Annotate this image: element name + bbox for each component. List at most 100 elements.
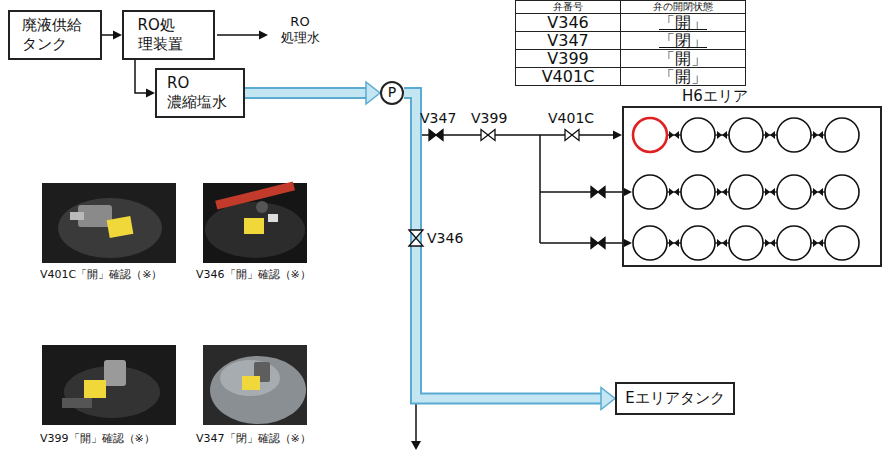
tank-box: Eエリアタンク [615,382,735,415]
table-text: V347 [547,33,588,49]
tank-symbol [633,175,667,209]
valve-symbol [674,131,679,139]
flow-line [102,34,113,36]
arrow-head [146,89,155,98]
process-box: 廃液供給 タンク [8,10,102,60]
table-text: V401C [542,69,595,85]
valve-label: V347 [420,110,456,127]
table-text: V346 [547,15,588,31]
arrow-head [623,188,632,197]
node-text: RO処 理装置 [138,16,200,54]
valve-photo [203,345,307,425]
table-cell: 弁の開閉状態 [620,0,746,14]
table-text: 「開」 [659,15,707,31]
table-text: 弁の開閉状態 [653,2,713,12]
branch-line [540,191,624,193]
valve-symbol [674,188,679,196]
tank-symbol [777,175,811,209]
table-cell: V347 [515,31,621,50]
valve-symbol [770,239,775,247]
tank-symbol [729,118,763,152]
valve-symbol [765,239,770,247]
flow-connector [135,60,155,98]
pipe-line [415,404,417,441]
valve-symbol [481,130,495,141]
tank-symbol [777,226,811,260]
pipe-connector [404,93,615,410]
valve-symbol [818,239,823,247]
tank-symbol [681,226,715,260]
arrow-head [113,31,122,40]
valve-symbol [717,239,722,247]
arrow-head [601,388,615,410]
branch-line [540,242,624,244]
valve-symbol [818,131,823,139]
valve-photo [203,181,307,263]
valve-symbol [409,230,423,246]
node-text: RO 濃縮塩水 [167,74,233,112]
table-text: 弁番号 [553,2,583,12]
pump-symbol: P [380,81,404,105]
valve-symbol [813,239,818,247]
valve-symbol [669,239,674,247]
tank-symbol [681,175,715,209]
tank-group [633,118,859,260]
photo-caption: V346「開」確認（※） [196,268,311,281]
valve-photo [42,345,176,425]
valve-symbol [722,131,727,139]
tank-symbol [825,226,859,260]
valve-symbol [717,131,722,139]
tank-symbol [633,118,667,152]
tank-area-box: H6エリア [622,106,882,267]
node-text: 廃液供給 タンク [22,16,88,54]
tank-symbol [729,175,763,209]
arrow-head [613,131,622,140]
valve-symbol [429,130,443,141]
valve-symbol [818,188,823,196]
flow-label: RO 処理水 [272,14,328,45]
valve-symbol [765,131,770,139]
pipe-fill [404,93,601,399]
table-cell: V346 [515,13,621,32]
valve-symbol [669,188,674,196]
tank-symbol [825,118,859,152]
photo-caption: V401C「開」確認（※） [40,268,162,281]
valve-photo [42,183,176,263]
table-cell: 「閉」 [620,31,746,50]
table-cell: V399 [515,49,621,68]
process-box: RO 濃縮塩水 [155,68,245,118]
table-text: 「開」 [659,69,707,85]
valve-symbol [813,188,818,196]
flow-line [135,60,146,93]
tank-symbol [825,175,859,209]
table-cell: 「開」 [620,67,746,86]
area-heading: H6エリア [682,88,748,105]
flow-connector [102,31,122,40]
valve-symbol [770,131,775,139]
table-cell: 弁番号 [515,0,621,14]
process-box: RO処 理装置 [122,10,215,60]
table-cell: 「開」 [620,13,746,32]
valve-symbol [591,238,605,249]
arrow-head [623,239,632,248]
arrow-head [366,82,380,104]
tank-symbol [729,226,763,260]
arrow-head [259,31,268,40]
branch-line [539,135,541,243]
valve-symbol [669,131,674,139]
tank-symbol [633,226,667,260]
pipe-connector [245,82,380,104]
pipe-fill [245,89,366,97]
flow-connector [404,93,622,140]
valve-label: V346 [427,230,463,247]
node-text: P [388,84,396,102]
flow-line [217,34,261,36]
photo-caption: V399「開」確認（※） [40,432,155,445]
valve-label: V399 [471,110,507,127]
valve-symbol [813,131,818,139]
table-cell: 「開」 [620,49,746,68]
table-text: 「開」 [659,51,707,67]
